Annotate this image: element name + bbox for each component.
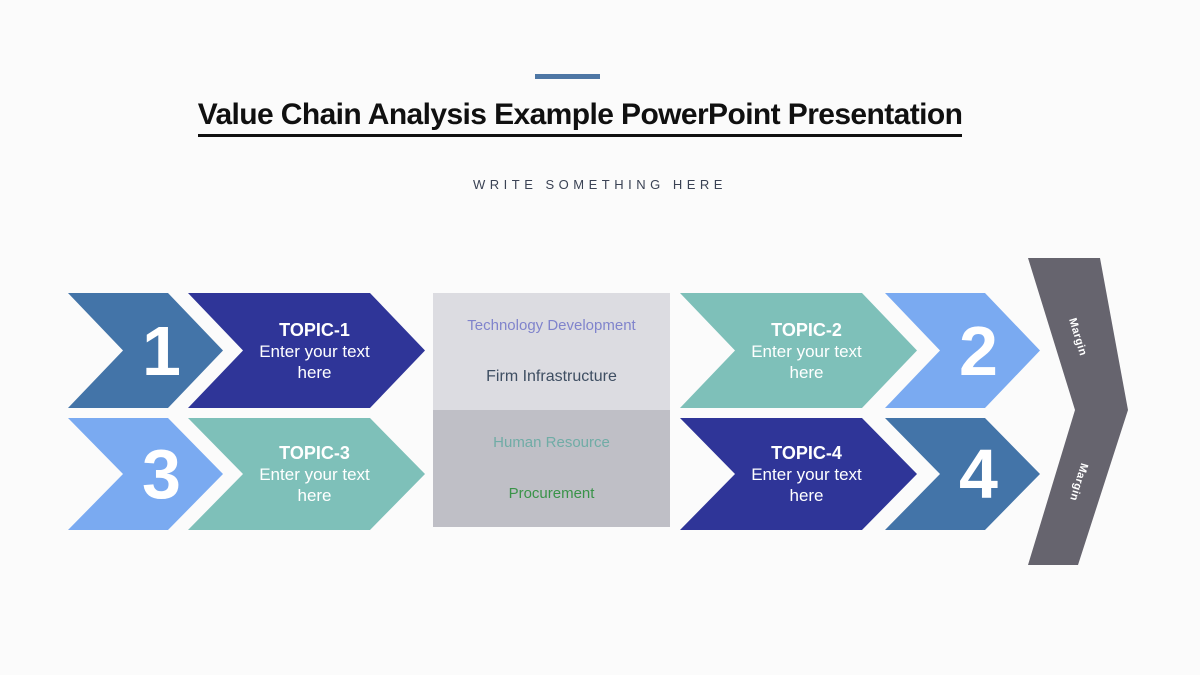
margin-band: Margin Margin xyxy=(1028,258,1128,565)
label-firm-infrastructure: Firm Infrastructure xyxy=(486,367,617,385)
topic-3-title: TOPIC-3 xyxy=(279,443,350,463)
topic-2-body: Enter your text here xyxy=(751,341,862,382)
chevron-number-3-label: 3 xyxy=(142,435,181,513)
slide-subtitle: WRITE SOMETHING HERE xyxy=(473,177,727,192)
chevron-number-3: 3 xyxy=(68,418,223,530)
margin-label-upper: Margin xyxy=(1066,316,1089,358)
topic-1-body: Enter your text here xyxy=(259,341,370,382)
chevron-topic-1: TOPIC-1 Enter your text here xyxy=(188,293,425,408)
label-technology-development: Technology Development xyxy=(467,317,636,335)
accent-line xyxy=(535,74,600,79)
page-title: Value Chain Analysis Example PowerPoint … xyxy=(185,98,975,137)
support-activities-matrix: Technology Development Firm Infrastructu… xyxy=(433,293,670,527)
matrix-cell-top: Technology Development Firm Infrastructu… xyxy=(433,293,670,410)
chevron-number-1: 1 xyxy=(68,293,223,408)
label-human-resource: Human Resource xyxy=(493,434,610,452)
topic-4-body: Enter your text here xyxy=(751,465,862,505)
chevron-number-1-label: 1 xyxy=(142,311,181,390)
chevron-topic-3: TOPIC-3 Enter your text here xyxy=(188,418,425,530)
topic-2-title: TOPIC-2 xyxy=(771,319,842,340)
chevron-number-4-label: 4 xyxy=(959,435,998,513)
topic-3-body: Enter your text here xyxy=(259,465,370,505)
chevron-number-2-label: 2 xyxy=(959,311,998,390)
chevron-topic-4: TOPIC-4 Enter your text here xyxy=(680,418,917,530)
margin-label-lower: Margin xyxy=(1067,461,1090,503)
topic-4-title: TOPIC-4 xyxy=(771,443,842,463)
topic-1-title: TOPIC-1 xyxy=(279,319,350,340)
page-title-text: Value Chain Analysis Example PowerPoint … xyxy=(197,98,963,137)
chevron-topic-2: TOPIC-2 Enter your text here xyxy=(680,293,917,408)
label-procurement: Procurement xyxy=(508,484,595,502)
matrix-cell-bottom: Human Resource Procurement xyxy=(433,410,670,527)
